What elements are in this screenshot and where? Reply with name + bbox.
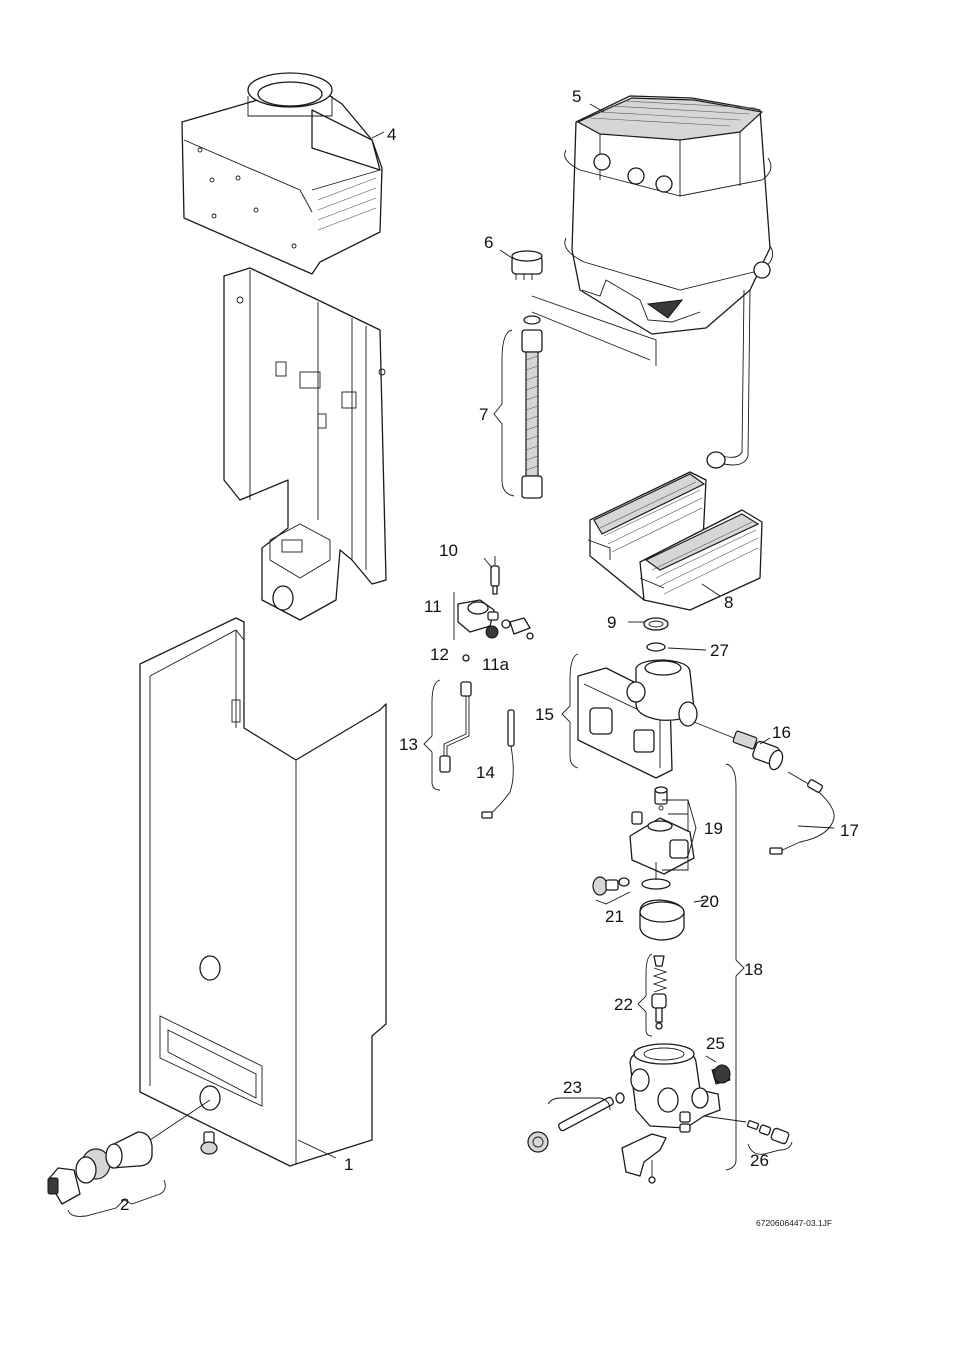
callout-16: 16 (772, 723, 791, 742)
part-5-heat-exchanger (564, 95, 774, 335)
casing-screw (200, 1131, 218, 1155)
callout-25: 25 (706, 1034, 725, 1053)
callout-11: 11 (424, 597, 442, 616)
part-22-spring-valve (651, 955, 668, 1030)
part-8-burner (587, 471, 763, 611)
part-12-nut (462, 654, 470, 662)
callout-17: 17 (840, 821, 859, 840)
callout-14: 14 (476, 763, 495, 782)
part-19-valve-cover (629, 786, 695, 875)
callout-22: 22 (614, 995, 633, 1014)
part-16-nozzle (732, 730, 784, 771)
part-27-washer (646, 642, 666, 652)
combustion-chamber-panel (223, 267, 387, 621)
part-1-front-casing (139, 617, 387, 1167)
part-18-water-valve-body (629, 1043, 721, 1129)
callout-21: 21 (605, 907, 624, 926)
callout-18: 18 (744, 960, 763, 979)
drawing-reference-code: 6720606447-03.1JF (756, 1218, 832, 1228)
part-26-bleed-screw (746, 1120, 790, 1145)
part-10-electrode (490, 556, 500, 595)
callout-13: 13 (399, 735, 418, 754)
part-17-cable (769, 771, 835, 855)
part-11a-nozzle (485, 625, 499, 639)
lead-connector (706, 451, 726, 469)
part-7-flexible-hose (521, 315, 543, 499)
part-9-o-ring (643, 617, 669, 631)
part-14-thermocouple (481, 709, 515, 819)
part-23-valve-stem (527, 1092, 625, 1153)
callout-7: 7 (479, 405, 488, 424)
valve-clip (621, 1111, 691, 1184)
part-21-screw (592, 876, 630, 896)
callout-8: 8 (724, 593, 733, 612)
part-2-knob-set (47, 1131, 153, 1205)
callout-27: 27 (710, 641, 729, 660)
callout-2: 2 (120, 1195, 129, 1214)
part-25-cap (711, 1064, 731, 1085)
callout-1: 1 (344, 1155, 353, 1174)
part-6-temperature-sensor (511, 250, 543, 280)
callout-12: 12 (430, 645, 449, 664)
callout-26: 26 (750, 1151, 769, 1170)
callout-4: 4 (387, 125, 396, 144)
callout-6: 6 (484, 233, 493, 252)
callout-11a: 11a (482, 655, 510, 674)
callout-5: 5 (572, 87, 581, 106)
part-4-flue-hood (181, 72, 383, 275)
callout-20: 20 (700, 892, 719, 911)
part-11-pilot-burner (457, 599, 534, 662)
callout-labels: 4 5 6 7 8 9 27 10 11 11a 12 13 14 15 16 … (120, 87, 859, 1214)
callout-19: 19 (704, 819, 723, 838)
part-15-gas-valve-assembly (577, 659, 698, 779)
part-13-pilot-pipe (439, 681, 472, 773)
callout-23: 23 (563, 1078, 582, 1097)
part-20-diaphragm (639, 862, 685, 941)
callout-10: 10 (439, 541, 458, 560)
callout-9: 9 (607, 613, 616, 632)
callout-15: 15 (535, 705, 554, 724)
